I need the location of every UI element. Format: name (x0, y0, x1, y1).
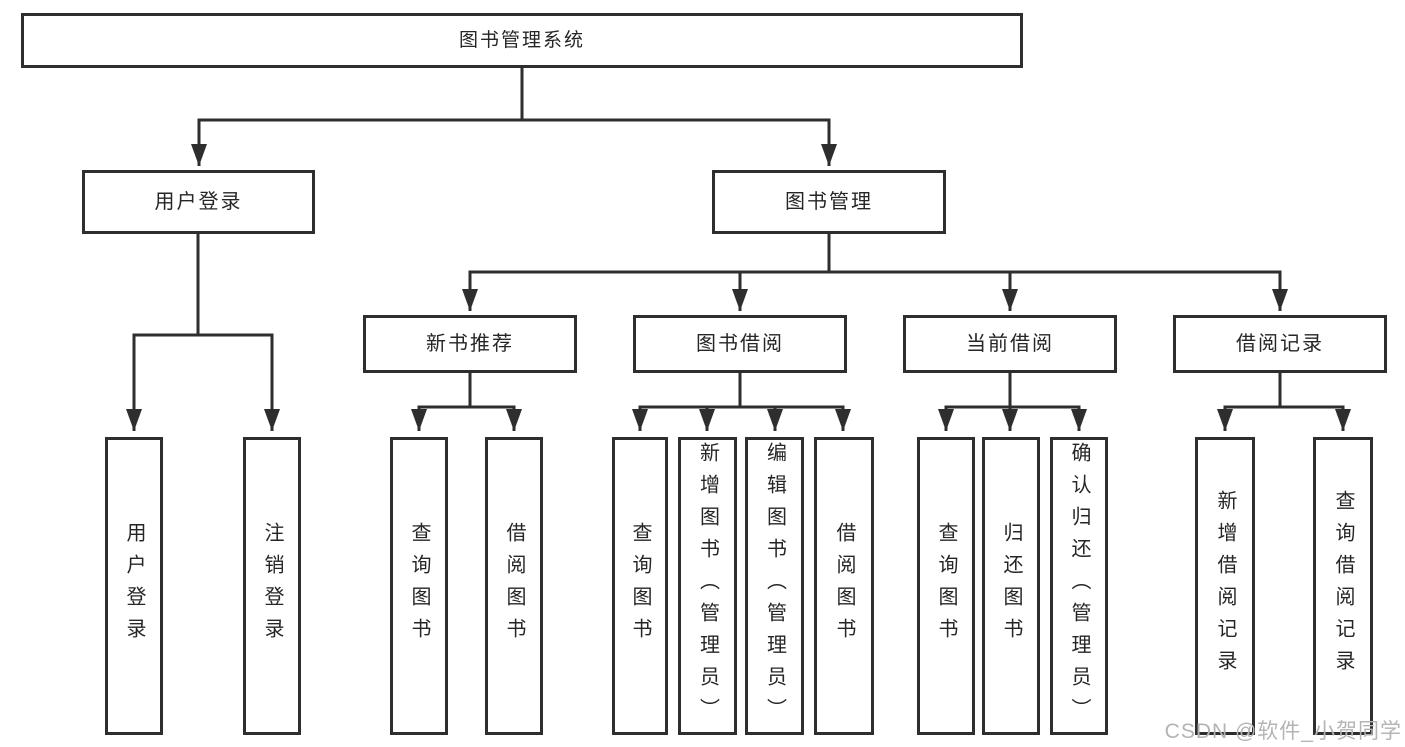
leaf-borrow-books: 借阅图书 (485, 437, 543, 735)
edge-borrow-leaf2 (699, 373, 742, 431)
edge-root-login (191, 68, 524, 166)
node-book-management: 图书管理 (712, 170, 946, 234)
node-user-login: 用户登录 (82, 170, 315, 234)
leaf-query-borrow-record: 查询借阅记录 (1313, 437, 1373, 735)
leaf-add-books-admin: 新增图书（管理员） (678, 437, 737, 735)
edge-borrow-leaf1 (632, 373, 742, 431)
node-borrow-records: 借阅记录 (1173, 315, 1387, 373)
edge-newbook-leaf1 (411, 373, 472, 431)
node-new-book-recommend: 新书推荐 (363, 315, 577, 373)
leaf-user-login: 用户登录 (105, 437, 163, 735)
edge-borrow-leaf3 (738, 373, 783, 431)
edge-current-leaf1 (938, 373, 1012, 431)
edge-borrow-leaf4 (738, 373, 851, 431)
node-book-borrow: 图书借阅 (633, 315, 847, 373)
edge-mgmt-borrow (732, 234, 831, 311)
leaf-borrow-books-2: 借阅图书 (814, 437, 874, 735)
leaf-query-books: 查询图书 (390, 437, 448, 735)
leaf-query-books-3: 查询图书 (917, 437, 975, 735)
leaf-confirm-return-admin: 确认归还（管理员） (1050, 437, 1108, 735)
node-system-root: 图书管理系统 (21, 13, 1023, 68)
edge-current-leaf3 (1008, 373, 1087, 431)
csdn-watermark: CSDN @软件_小贺同学 (1164, 720, 1402, 743)
edge-login-leaf2 (196, 234, 280, 431)
leaf-logout: 注销登录 (243, 437, 301, 735)
edge-records-leaf1 (1217, 373, 1282, 431)
edge-newbook-leaf2 (468, 373, 522, 431)
node-current-borrow: 当前借阅 (903, 315, 1117, 373)
edge-mgmt-records (827, 234, 1288, 311)
leaf-query-books-2: 查询图书 (612, 437, 668, 735)
edge-records-leaf2 (1278, 373, 1351, 431)
leaf-edit-books-admin: 编辑图书（管理员） (745, 437, 804, 735)
leaf-return-books: 归还图书 (982, 437, 1040, 735)
edge-login-leaf1 (126, 234, 200, 431)
leaf-add-borrow-record: 新增借阅记录 (1195, 437, 1255, 735)
edge-root-mgmt (520, 68, 837, 166)
